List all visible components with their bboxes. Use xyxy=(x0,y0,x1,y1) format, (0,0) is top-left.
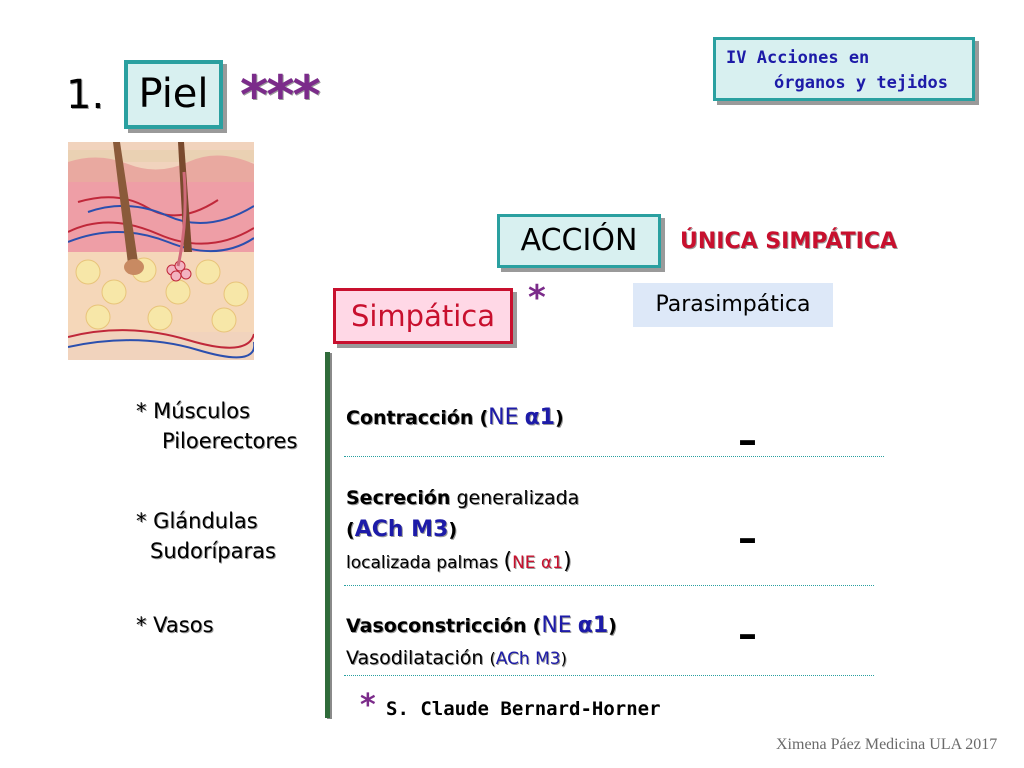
skin-cross-section-image xyxy=(68,142,254,360)
footnote-text: S. Claude Bernard-Horner xyxy=(386,698,661,720)
section-line-1: IV Acciones en xyxy=(726,48,870,68)
organ-item: * Músculos Piloerectores xyxy=(136,399,298,453)
column-divider xyxy=(325,352,330,718)
action-label: ACCIÓN xyxy=(497,214,661,268)
footer-credit: Ximena Páez Medicina ULA 2017 xyxy=(776,736,998,753)
parasympathetic-value: – xyxy=(738,516,757,560)
importance-stars: *** xyxy=(240,64,321,127)
section-line-2: órganos y tejidos xyxy=(774,73,948,93)
footnote-star: * xyxy=(360,688,376,723)
row-separator xyxy=(344,456,884,457)
title-number: 1. xyxy=(66,72,105,118)
response-vessels: Vasoconstricción (NE α1) Vasodilatación … xyxy=(346,613,617,669)
parasympathetic-value: – xyxy=(738,612,757,656)
parasympathetic-header: Parasimpática xyxy=(633,283,833,327)
response-muscles: Contracción (NE α1) xyxy=(346,405,564,430)
parasympathetic-value: – xyxy=(738,418,757,462)
row-separator xyxy=(344,675,874,676)
sympathetic-star: * xyxy=(528,278,546,318)
action-note: ÚNICA SIMPÁTICA xyxy=(680,229,898,254)
sympathetic-header: Simpática xyxy=(333,288,513,344)
organ-item: * Glándulas Sudoríparas xyxy=(136,509,276,563)
page-title: Piel xyxy=(124,60,223,129)
organ-item: * Vasos xyxy=(136,613,214,637)
response-glands: Secreción generalizada (ACh M3) localiza… xyxy=(346,487,580,574)
section-box: IV Acciones en órganos y tejidos xyxy=(713,37,975,101)
row-separator xyxy=(344,585,874,586)
